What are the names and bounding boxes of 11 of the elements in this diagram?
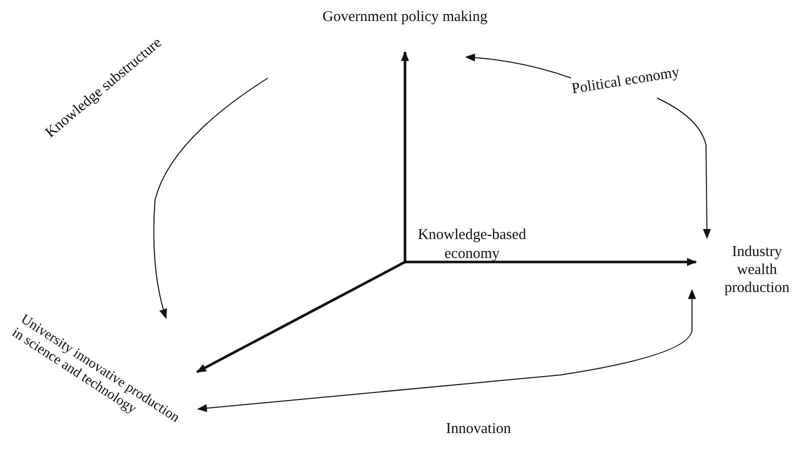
node-label: Government policy making [300, 8, 510, 26]
curved-arrow [197, 289, 696, 412]
curved-arrow [153, 78, 268, 319]
center-label: Knowledge-based economy [416, 226, 528, 264]
node-label: Industry wealth production [712, 243, 802, 297]
axis-arrow [405, 258, 697, 266]
node-label: Political economy [555, 61, 696, 101]
curved-arrow [656, 98, 711, 239]
curved-arrow [465, 54, 572, 78]
axis-arrow [196, 260, 406, 374]
axis-arrow [401, 51, 409, 262]
